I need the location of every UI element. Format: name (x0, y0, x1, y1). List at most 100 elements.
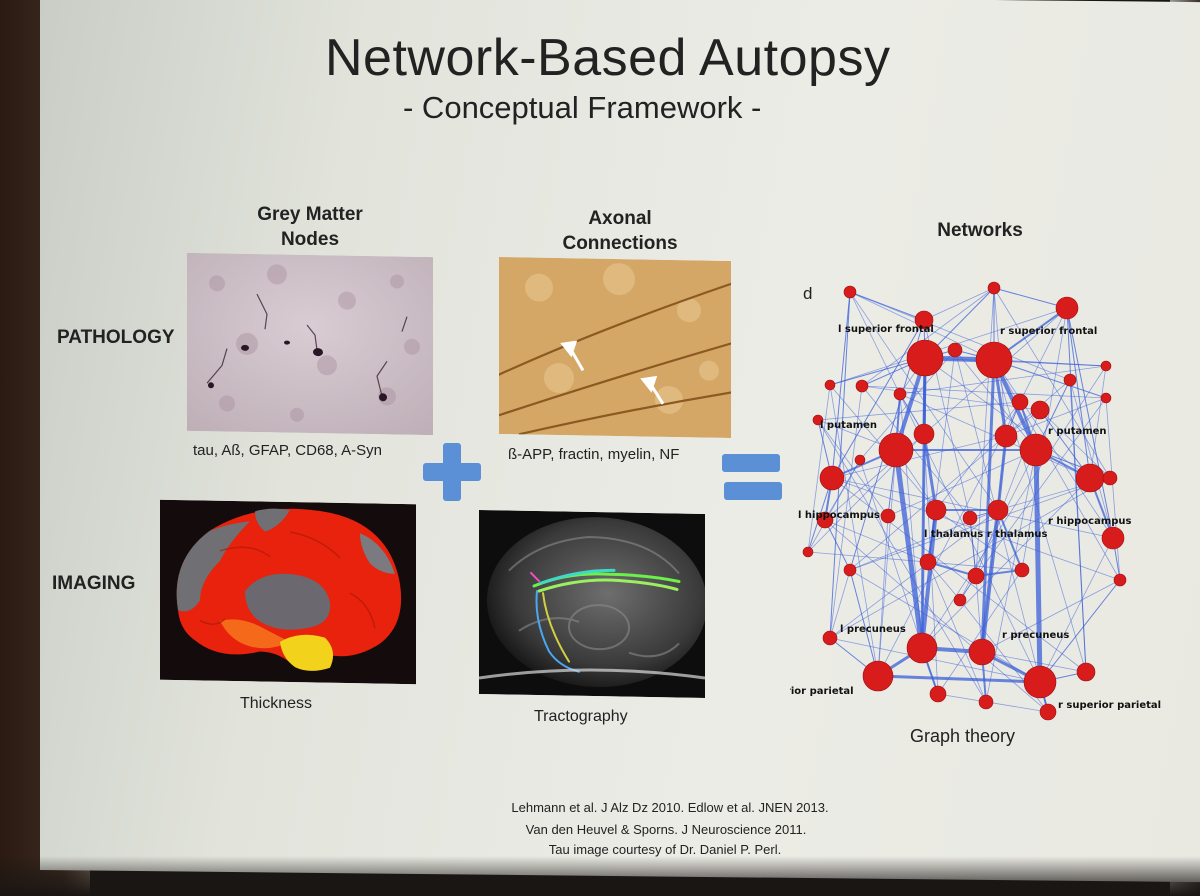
network-node (855, 379, 869, 393)
network-node (824, 379, 836, 391)
network-edge (849, 569, 879, 677)
network-edge (985, 449, 1037, 703)
network-edge (1019, 307, 1068, 403)
network-edge (824, 519, 929, 563)
network-node (1102, 470, 1118, 486)
network-edge (831, 477, 1121, 581)
network-node (1075, 463, 1105, 493)
network-node (962, 510, 978, 526)
network-node (822, 630, 838, 646)
caption-axonal-markers: ß-APP, fractin, myelin, NF (508, 446, 680, 463)
cortical-thickness-image (160, 499, 416, 685)
network-edge (993, 359, 1087, 673)
network-edge (1005, 397, 1107, 437)
network-edge (829, 291, 851, 639)
caption-thickness: Thickness (240, 695, 313, 712)
network-node (819, 465, 845, 491)
network-edge (861, 385, 971, 519)
network-node (854, 454, 866, 466)
network-edge (807, 551, 1023, 571)
network-edge (829, 477, 1111, 639)
network-node (987, 499, 1009, 521)
network-node (978, 694, 994, 710)
network-node (906, 339, 944, 377)
network-node (802, 546, 814, 558)
label-r-precuneus: r precuneus (1002, 630, 1069, 641)
network-edge (849, 291, 1071, 381)
label-l-putamen: l putamen (820, 420, 877, 431)
network-edge (927, 349, 956, 563)
label-l-precuneus: l precuneus (840, 624, 906, 635)
label-r-hippocampus: r hippocampus (1048, 516, 1132, 527)
network-edge (877, 449, 897, 677)
grey-matter-line1: Grey Matter (257, 204, 363, 225)
network-node (880, 508, 896, 524)
network-edge (993, 359, 1114, 539)
network-edge (831, 477, 1087, 673)
caption-tractography: Tractography (534, 708, 628, 725)
network-edge (877, 515, 889, 677)
network-node (1063, 373, 1077, 387)
network-edge (1066, 307, 1114, 539)
network-node (1030, 400, 1050, 420)
network-edge (849, 477, 1111, 571)
network-edge (921, 477, 1091, 649)
network-edge (1039, 579, 1121, 683)
network-node (1100, 392, 1112, 404)
network-edge (877, 674, 1041, 684)
network-node (919, 553, 937, 571)
network-edge (829, 385, 863, 639)
network-edge (975, 397, 1107, 577)
network-node (947, 342, 963, 358)
network-edge (829, 637, 1041, 683)
network-nodes (802, 281, 1127, 721)
network-node (893, 387, 907, 401)
caption-grey-matter-markers: tau, Aß, GFAP, CD68, A-Syn (193, 442, 382, 459)
network-edge (954, 349, 1049, 713)
network-edge (849, 569, 1041, 683)
network-node (1039, 703, 1057, 721)
network-node (843, 563, 857, 577)
network-node (878, 432, 914, 468)
network-edge (1069, 379, 1087, 673)
network-node (1076, 662, 1096, 682)
network-node (953, 593, 967, 607)
network-edge (831, 291, 851, 479)
network-edge (831, 319, 925, 479)
network-node (1100, 360, 1112, 372)
label-thalamus: l thalamus r thalamus (924, 529, 1047, 540)
network-edge (981, 579, 1121, 653)
label-r-superior-parietal: r superior parietal (1058, 700, 1161, 711)
network-edge (899, 365, 1107, 395)
tractography-image (479, 510, 705, 698)
network-node (1019, 433, 1053, 467)
network-edge (1039, 537, 1114, 683)
network-node (1014, 562, 1030, 578)
network-node (925, 499, 947, 521)
column-header-grey-matter: Grey Matter Nodes (240, 202, 380, 252)
network-node (1101, 526, 1125, 550)
label-r-putamen: r putamen (1048, 426, 1107, 437)
network-edge (877, 401, 1021, 677)
network-edge (824, 519, 1049, 713)
network-node (929, 685, 947, 703)
network-node (975, 341, 1013, 379)
network-node (968, 638, 996, 666)
network-panel-label: d (803, 284, 813, 303)
column-header-axonal: Axonal Connections (540, 206, 700, 256)
label-l-superior-frontal: l superior frontal (838, 324, 934, 335)
equals-icon (722, 450, 782, 506)
reference-line2: Van den Heuvel & Sporns. J Neuroscience … (525, 822, 807, 837)
network-edge (993, 287, 1068, 309)
slide-title: Network-Based Autopsy (325, 29, 891, 87)
network-edge (954, 349, 1037, 451)
network-edge (924, 357, 1107, 367)
network-node (843, 285, 857, 299)
network-edges (807, 287, 1121, 713)
brain-network-graph: l superior frontal r superior frontal l … (790, 281, 1161, 721)
network-edge (829, 509, 999, 639)
network-node (1055, 296, 1079, 320)
network-node (913, 423, 935, 445)
network-edge (817, 419, 889, 517)
network-edge (887, 449, 1037, 517)
